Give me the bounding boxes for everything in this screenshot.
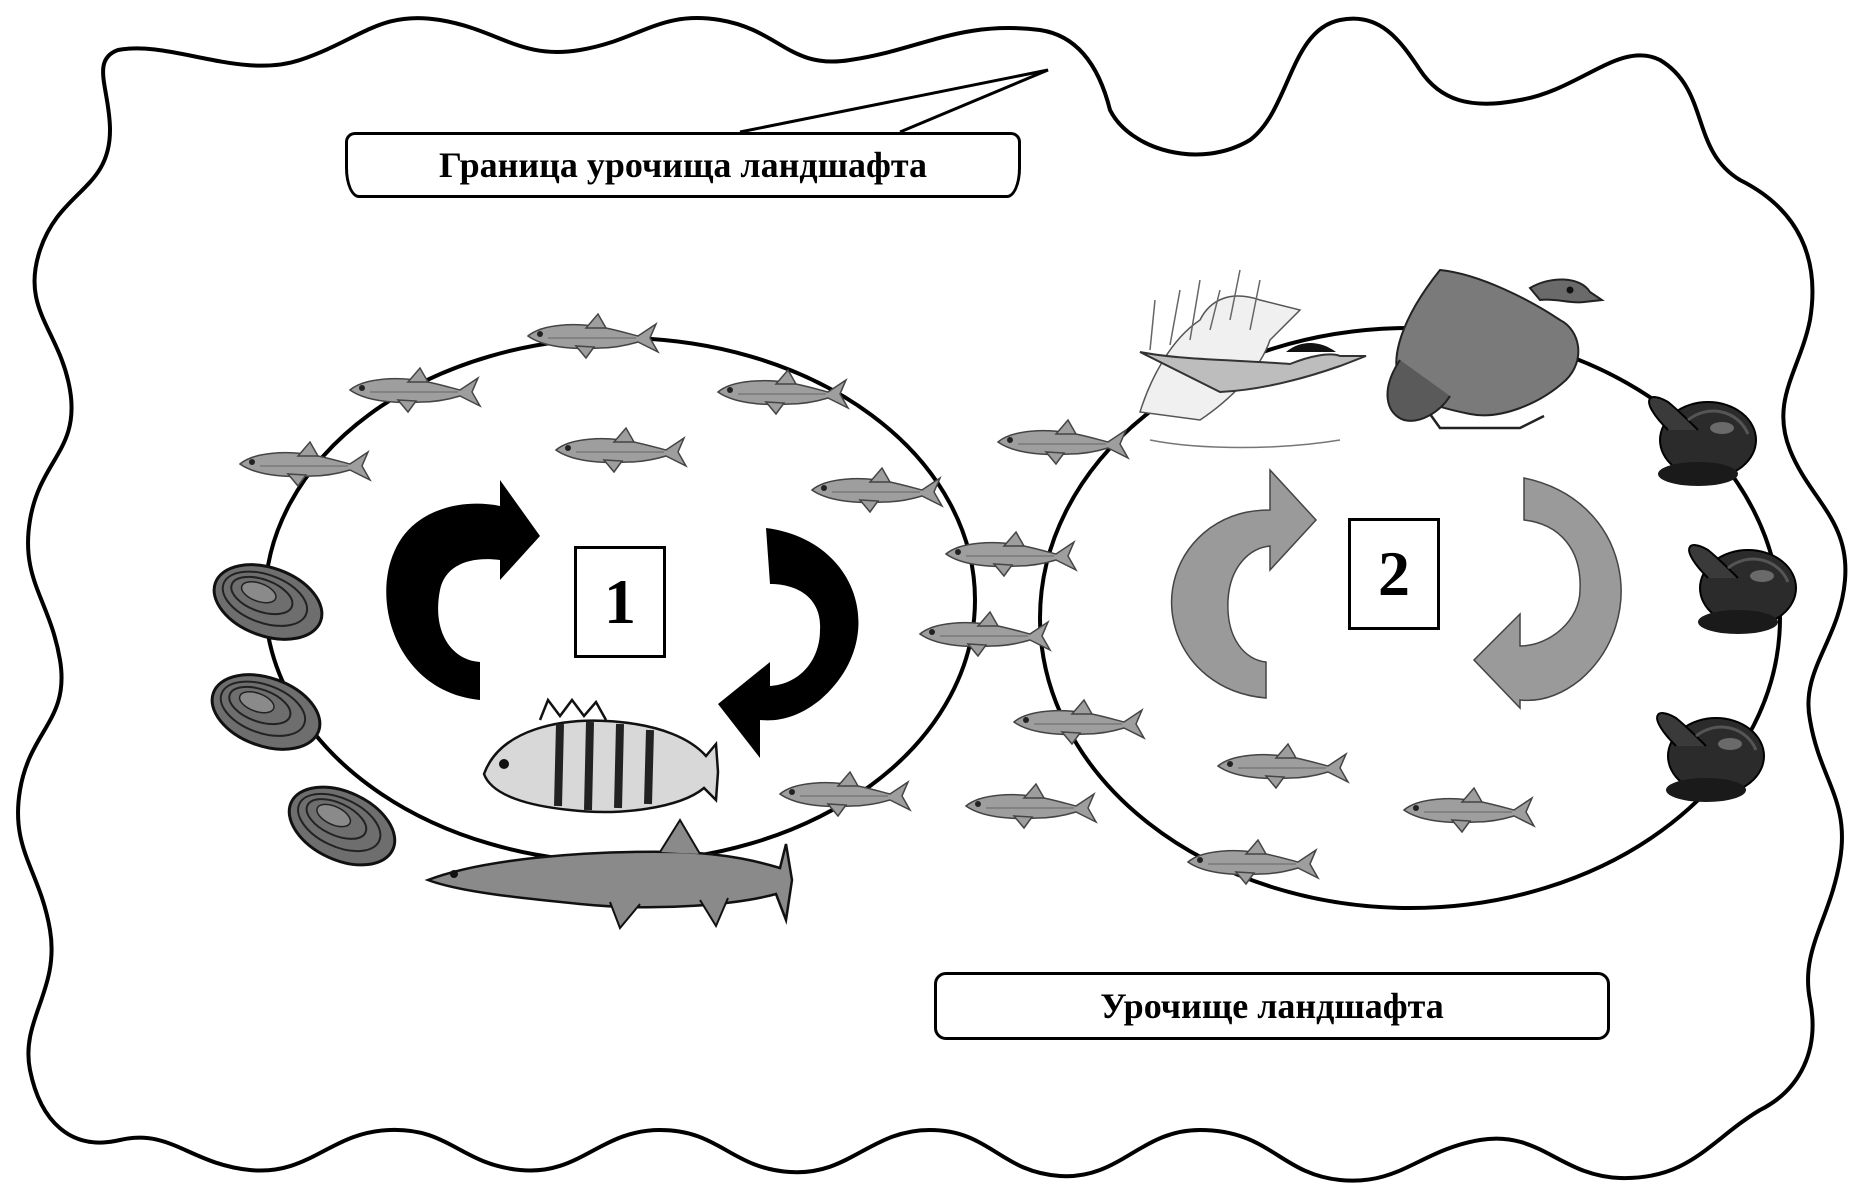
tract-label: Урочище ландшафта (934, 972, 1610, 1040)
cycle-1-number: 1 (574, 546, 666, 658)
tract-border-label: Граница урочища ландшафта (345, 132, 1021, 198)
cycle-2-number: 2 (1348, 518, 1440, 630)
